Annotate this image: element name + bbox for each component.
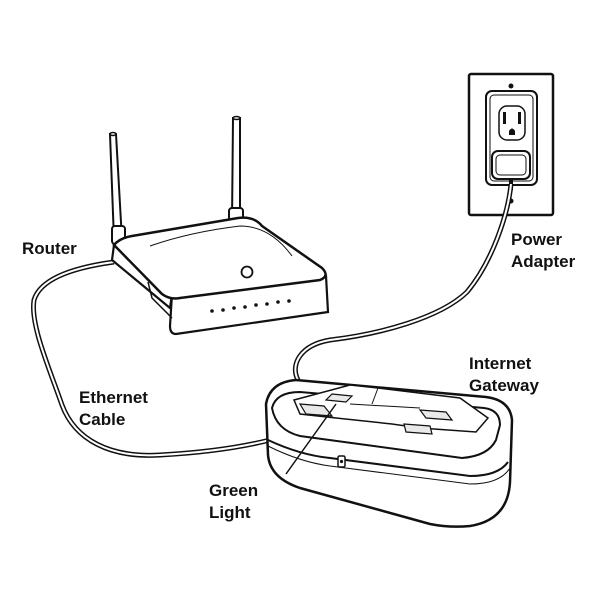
internet-gateway-label: Internet Gateway — [469, 353, 539, 397]
green-light-label-line1: Green — [209, 481, 259, 500]
green-light-label: Green Light — [209, 480, 258, 524]
wall-outlet — [467, 72, 555, 217]
router-label-text: Router — [22, 239, 77, 258]
router-power-button-icon — [240, 265, 254, 279]
outlet-top-screw-icon — [508, 83, 514, 89]
router-status-lights — [210, 299, 291, 313]
outlet-socket-upper — [498, 105, 526, 141]
internet-gateway — [264, 378, 514, 528]
router — [108, 115, 330, 336]
router-antenna-right — [228, 115, 244, 227]
green-light-label-line2: Light — [209, 503, 251, 522]
router-antenna-left — [108, 131, 126, 245]
green-light-pointer — [285, 403, 337, 475]
power-adapter-label-line2: Adapter — [511, 252, 576, 271]
ethernet-cable-label: Ethernet Cable — [79, 387, 148, 431]
power-adapter-label: Power Adapter — [511, 229, 575, 273]
ethernet-cable-label-line2: Cable — [79, 410, 126, 429]
internet-gateway-label-line1: Internet — [469, 354, 532, 373]
internet-gateway-label-line2: Gateway — [469, 376, 539, 395]
router-top-face — [112, 216, 327, 300]
power-adapter-label-line1: Power — [511, 230, 563, 249]
ethernet-cable-label-line1: Ethernet — [79, 388, 148, 407]
router-label: Router — [22, 238, 77, 260]
